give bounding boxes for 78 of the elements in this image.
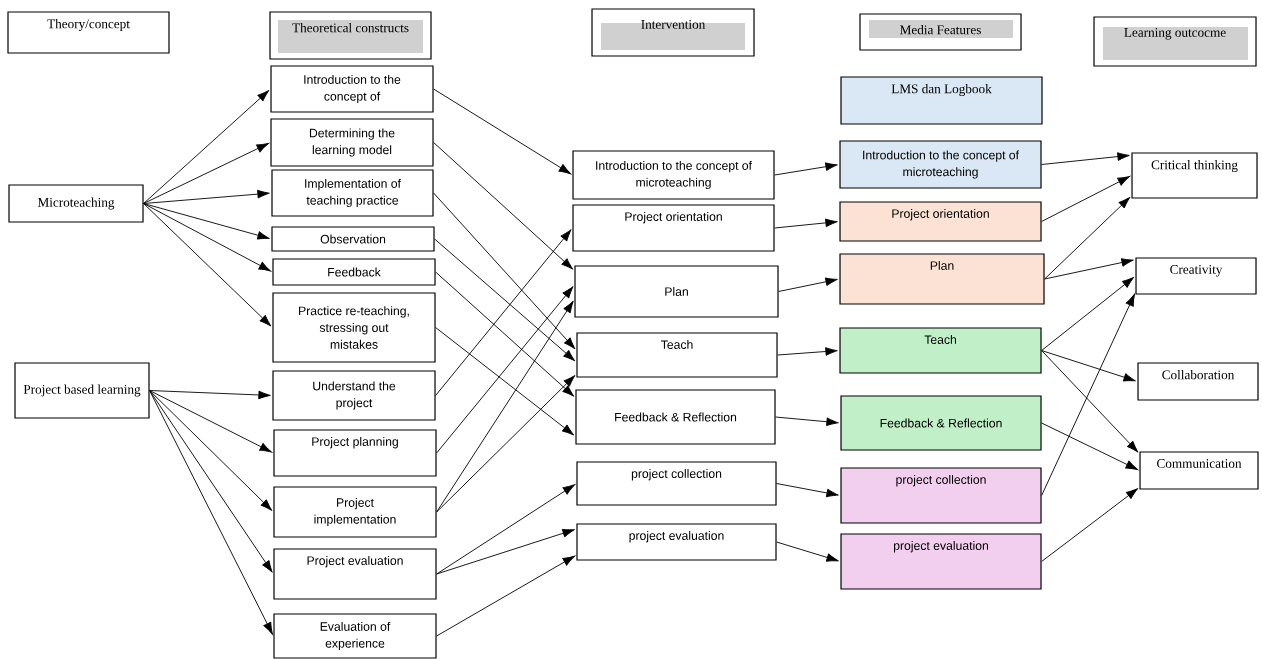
arrow: [777, 347, 838, 356]
arrow: [776, 483, 839, 498]
construct-box: Evaluation of experience: [273, 613, 437, 659]
intervention-box: Teach: [576, 332, 778, 378]
arrow: [1041, 276, 1135, 351]
arrow: [143, 189, 270, 204]
arrow: [1041, 350, 1136, 382]
arrow: [1041, 176, 1130, 222]
media-box: Teach: [839, 327, 1042, 374]
arrow: [1041, 422, 1138, 471]
construct-box: Project implementation: [273, 486, 437, 538]
arrow: [435, 271, 575, 397]
arrow: [436, 529, 575, 575]
header-box: Media Features: [859, 13, 1022, 51]
intervention-box: Feedback & Reflection: [575, 389, 776, 445]
arrow: [1041, 350, 1139, 453]
arrow: [778, 277, 838, 292]
arrow: [436, 375, 576, 513]
construct-box: Determining the learning model: [270, 118, 434, 167]
arrow: [1041, 152, 1130, 165]
arrow: [436, 286, 574, 454]
concept-box: Project based learning: [14, 362, 150, 419]
arrow: [436, 555, 576, 637]
intervention-box: Project orientation: [572, 204, 775, 252]
arrow: [435, 327, 575, 436]
arrow: [435, 229, 572, 396]
media-box: Plan: [839, 253, 1045, 305]
header-box: Intervention: [591, 8, 755, 57]
intervention-box: project evaluation: [576, 523, 777, 561]
construct-box: Understand the project: [272, 370, 436, 421]
arrow: [1044, 258, 1134, 280]
arrow: [149, 390, 273, 511]
arrow: [143, 203, 272, 327]
arrow: [433, 88, 572, 175]
concept-box: Microteaching: [8, 184, 144, 223]
arrow: [149, 390, 271, 400]
outcome-box: Collaboration: [1137, 362, 1259, 401]
header-box: Theoretical constructs: [269, 11, 432, 60]
arrow: [149, 390, 273, 635]
arrow: [774, 162, 838, 176]
arrow: [433, 192, 576, 350]
arrow: [149, 390, 273, 573]
outcome-box: Creativity: [1135, 257, 1257, 295]
media-box: LMS dan Logbook: [840, 76, 1043, 125]
construct-box: Implementation of teaching practice: [271, 169, 434, 217]
arrow: [149, 390, 272, 453]
media-box: Feedback & Reflection: [840, 395, 1042, 451]
outcome-box: Communication: [1139, 451, 1259, 490]
arrow: [1044, 196, 1131, 280]
arrow: [1041, 488, 1139, 562]
arrow: [433, 142, 574, 270]
media-box: Introduction to the concept of microteaching: [839, 140, 1042, 189]
header-box: Theory/concept: [7, 11, 170, 54]
intervention-box: project collection: [576, 461, 777, 506]
media-box: project collection: [840, 467, 1042, 524]
media-box: project evaluation: [840, 533, 1042, 590]
intervention-box: Introduction to the concept of microteaching: [572, 150, 775, 200]
outcome-box: Critical thinking: [1131, 152, 1258, 199]
arrow: [775, 416, 839, 427]
construct-box: Project evaluation: [273, 548, 437, 600]
media-box: Project orientation: [839, 201, 1042, 242]
construct-box: Project planning: [273, 429, 437, 477]
arrow: [434, 238, 576, 362]
header-box: Learning outcocme: [1093, 16, 1257, 67]
arrow: [774, 218, 838, 229]
arrow: [143, 89, 270, 204]
arrow: [776, 541, 839, 562]
arrow: [436, 300, 574, 513]
arrow: [1041, 293, 1135, 496]
construct-box: Introduction to the concept of: [270, 65, 434, 113]
construct-box: Practice re-teaching, stressing out mistakes: [272, 292, 436, 363]
construct-box: Observation: [271, 226, 435, 252]
arrow: [143, 142, 269, 204]
intervention-box: Plan: [574, 265, 779, 318]
construct-box: Feedback: [272, 258, 436, 286]
arrow: [436, 484, 576, 575]
arrow: [143, 203, 271, 272]
arrow: [143, 203, 270, 240]
